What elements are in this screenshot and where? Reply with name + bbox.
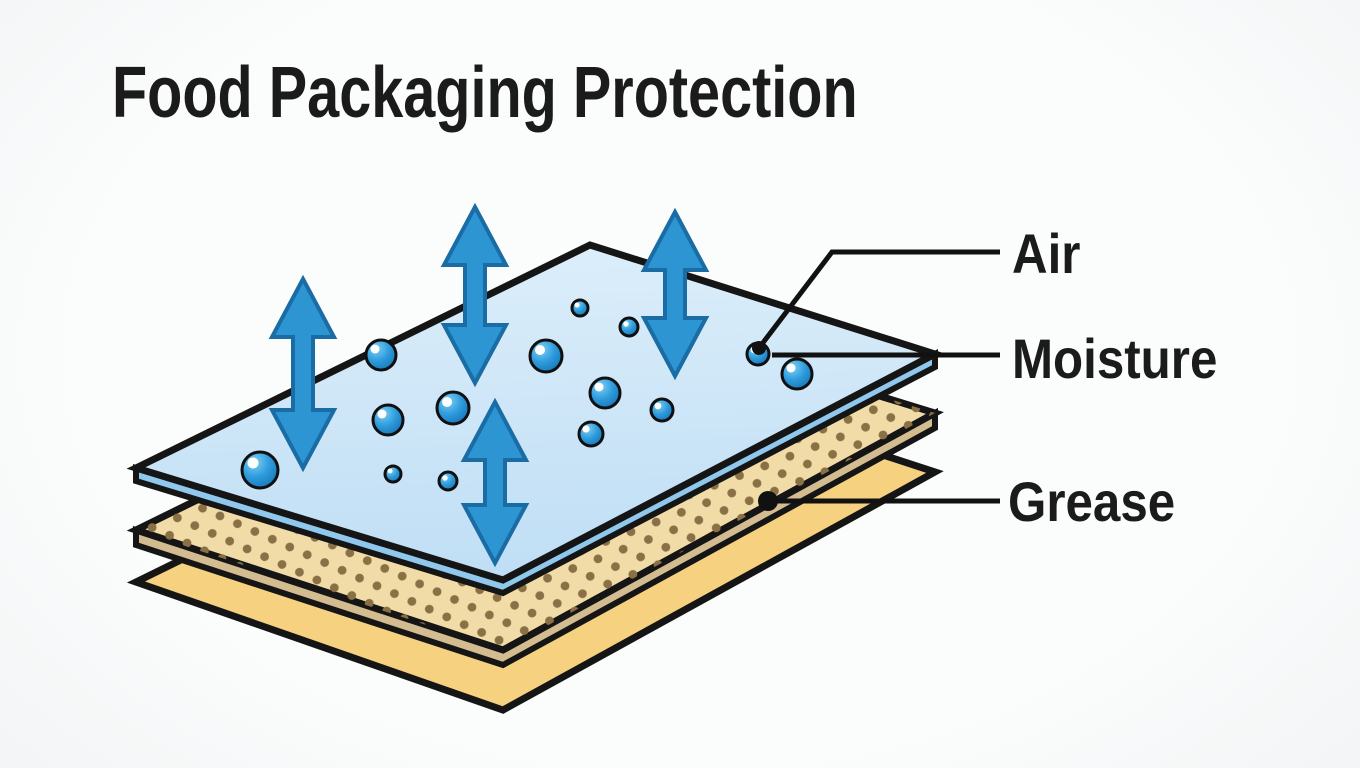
double-arrow-icon [640,207,710,381]
label-air: Air [1012,222,1081,285]
leader-lines [752,249,1000,511]
water-droplet-icon [528,338,564,374]
air-leader-dot [752,341,766,355]
double-arrow-icon [460,397,530,568]
air-leader-line [757,249,1000,350]
moisture-droplets [240,298,814,492]
water-droplet-icon [240,450,280,490]
exchange-arrows [268,202,710,568]
water-droplet-icon [371,403,405,437]
page-title: Food Packaging Protection [112,53,858,133]
label-grease: Grease [1008,470,1176,533]
double-arrow-icon [440,202,510,388]
water-droplet-icon [364,338,398,372]
water-droplet-icon [435,390,471,426]
label-moisture: Moisture [1012,327,1218,390]
water-droplet-icon [570,298,590,318]
water-droplet-icon [383,464,403,484]
water-droplet-icon [588,376,622,410]
water-droplet-icon [618,316,640,338]
grease-leader-dot [758,491,778,511]
double-arrow-icon [268,274,338,473]
water-droplet-icon [780,357,814,391]
water-droplet-icon [437,470,459,492]
water-droplet-icon [577,420,605,448]
water-droplet-icon [649,397,675,423]
